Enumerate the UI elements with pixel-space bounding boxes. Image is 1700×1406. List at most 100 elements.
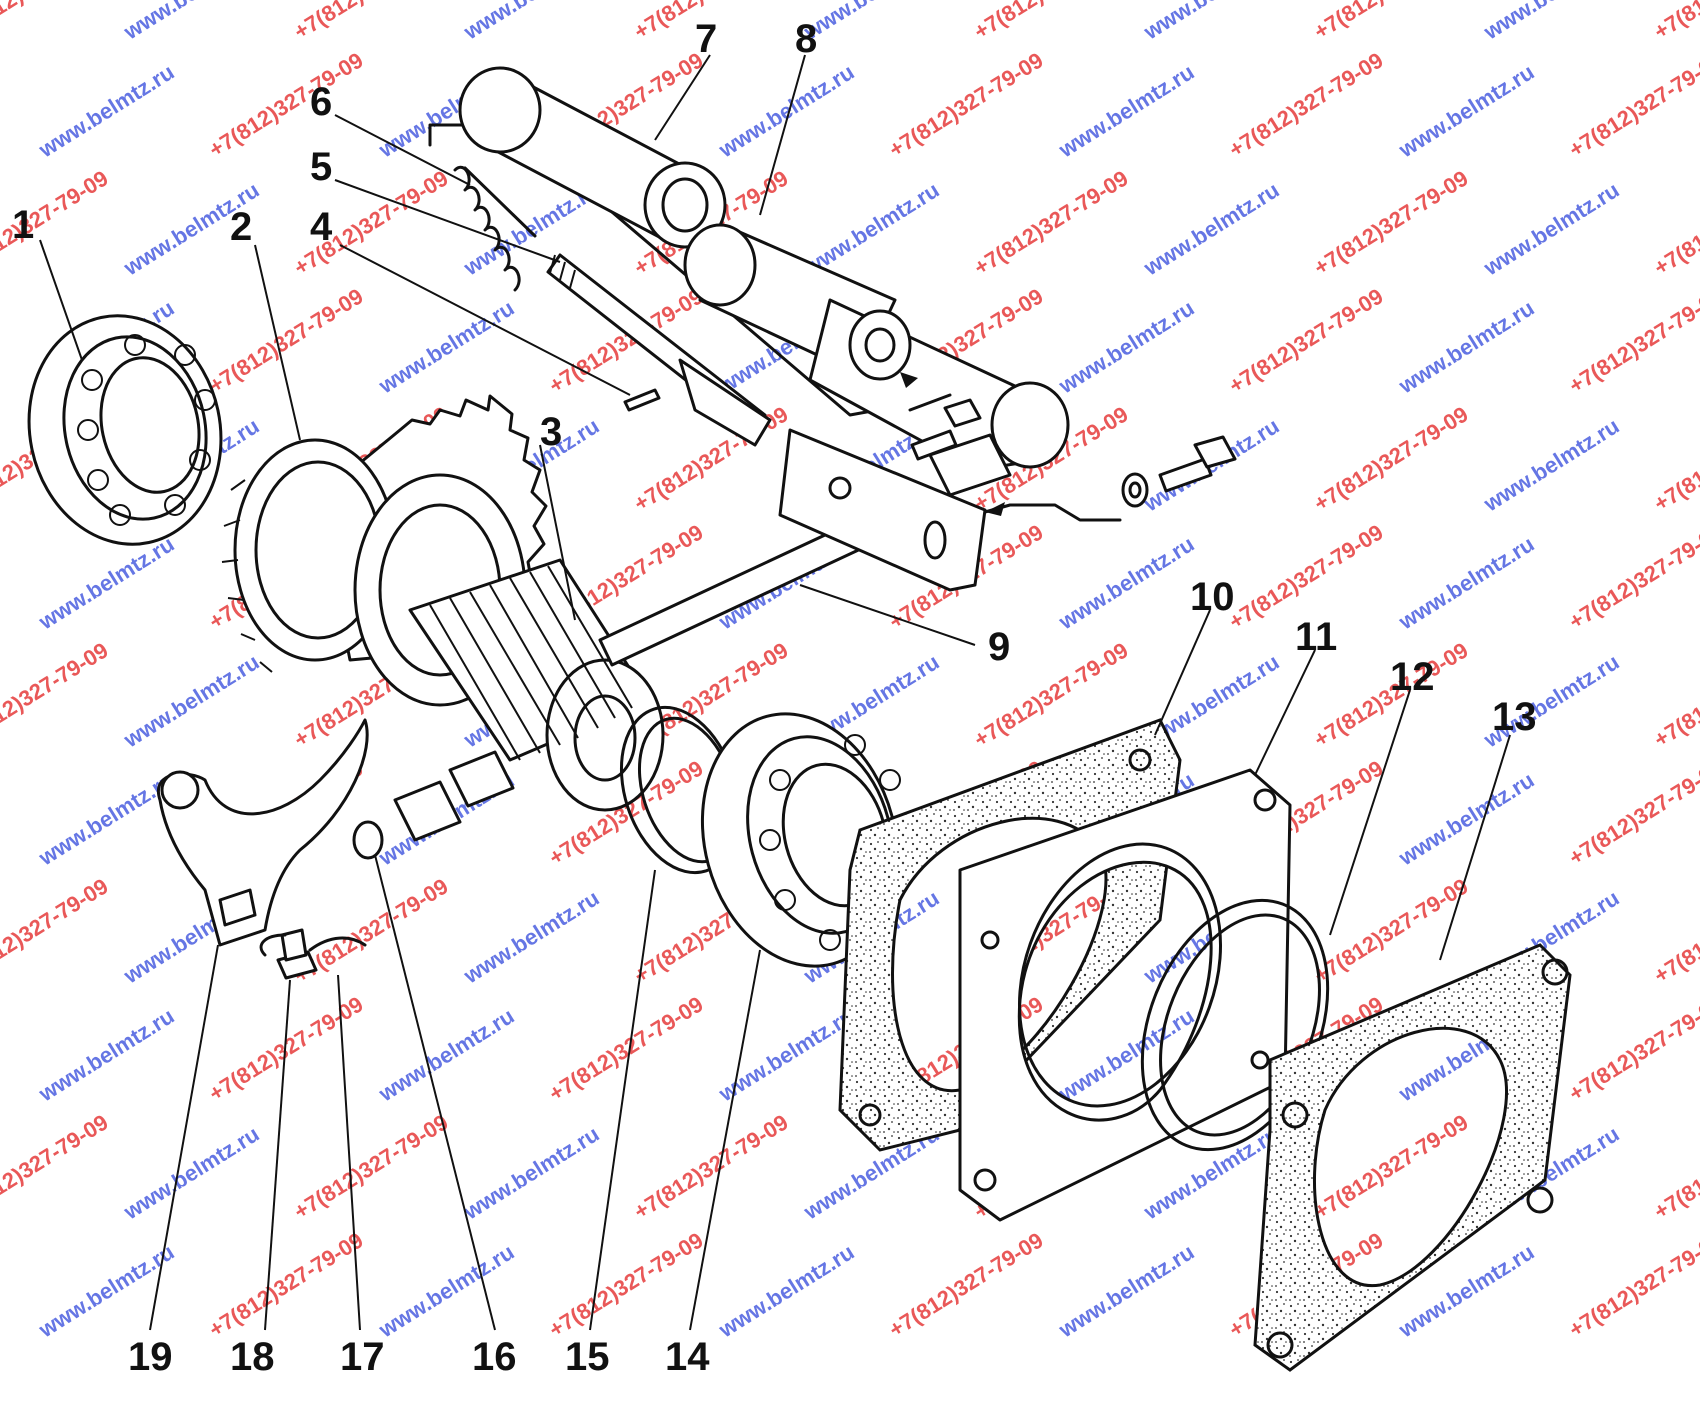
watermark-site: www.belmtz.ru <box>714 1003 859 1107</box>
watermark-phone: +7(812)327-79-09 <box>1309 0 1472 44</box>
part-7-tube <box>458 66 727 249</box>
part-4-pin <box>623 388 661 412</box>
callout-16: 16 <box>472 1335 517 1379</box>
watermark-phone: +7(812)327-79-09 <box>289 1109 452 1224</box>
arrow-line-lower <box>983 503 1122 522</box>
watermark-phone: +7(812)327-79-09 <box>544 991 707 1106</box>
watermark-phone: +7(812)327-79-09 <box>1309 1109 1472 1224</box>
watermark-site: www.belmtz.ru <box>1054 295 1199 399</box>
leader-lines <box>39 54 1511 1331</box>
watermark-site: www.belmtz.ru <box>1479 177 1624 281</box>
watermark-site: www.belmtz.ru <box>34 531 179 635</box>
bracket-plate <box>778 428 987 592</box>
part-17-lock-wire <box>259 933 367 957</box>
callout-4: 4 <box>310 205 333 249</box>
arrow-head <box>985 502 1005 516</box>
watermark-site: www.belmtz.ru <box>34 1003 179 1107</box>
watermark-site: www.belmtz.ru <box>714 1239 859 1343</box>
watermark-site: www.belmtz.ru <box>34 59 179 163</box>
watermark-phone: +7(812)327-79-09 <box>289 0 452 44</box>
watermark-phone: +7(812)327-79-09 <box>544 1227 707 1342</box>
watermark-phone: +7(812)327-79-09 <box>1564 755 1700 870</box>
watermark-site: www.belmtz.ru <box>374 295 519 399</box>
watermark-phone: +7(812)327-79-09 <box>1564 1227 1700 1342</box>
watermark-site: www.belmtz.ru <box>1054 531 1199 635</box>
watermark-site: www.belmtz.ru <box>1054 59 1199 163</box>
watermark-site: www.belmtz.ru <box>374 1239 519 1343</box>
watermark-site: www.belmtz.ru <box>1479 413 1624 517</box>
callout-17: 17 <box>340 1335 385 1379</box>
callout-6: 6 <box>310 80 332 124</box>
callout-11: 11 <box>1295 615 1337 659</box>
watermark-phone: +7(812)327-79-09 <box>1649 401 1700 516</box>
watermark-phone: +7(812)327-79-09 <box>1224 283 1387 398</box>
watermark-phone: +7(812)327-79-09 <box>1564 283 1700 398</box>
watermark-site: www.belmtz.ru <box>119 649 264 753</box>
callout-19: 19 <box>128 1335 173 1379</box>
watermark-site: www.belmtz.ru <box>119 1121 264 1225</box>
watermark-site: www.belmtz.ru <box>1394 295 1539 399</box>
watermark-site: www.belmtz.ru <box>1139 177 1284 281</box>
watermark-layer: +7(812)327-79-09www.belmtz.ru+7(812)327-… <box>0 0 1700 1343</box>
watermark-phone: +7(812)327-79-09 <box>1649 165 1700 280</box>
watermark-site: www.belmtz.ru <box>799 177 944 281</box>
watermark-phone: +7(812)327-79-09 <box>0 1109 113 1224</box>
watermark-site: www.belmtz.ru <box>119 0 264 45</box>
watermark-phone: +7(812)327-79-09 <box>629 1109 792 1224</box>
part-8-lever <box>683 223 1070 497</box>
callout-10: 10 <box>1190 575 1235 619</box>
watermark-site: www.belmtz.ru <box>459 1121 604 1225</box>
part-18-bolt <box>276 928 318 980</box>
part-3-splined-hub <box>393 558 665 842</box>
watermark-phone: +7(812)327-79-09 <box>1224 47 1387 162</box>
watermark-site: www.belmtz.ru <box>799 0 944 45</box>
part-1-ball-bearing <box>27 314 223 546</box>
watermark-site: www.belmtz.ru <box>1394 531 1539 635</box>
watermark-site: www.belmtz.ru <box>1479 0 1624 45</box>
bolt-upper <box>910 398 982 461</box>
callout-13: 13 <box>1492 695 1537 739</box>
callout-14: 14 <box>665 1335 710 1379</box>
arrow-head-upper <box>900 372 918 388</box>
callout-5: 5 <box>310 145 332 189</box>
watermark-phone: +7(812)327-79-09 <box>0 873 113 988</box>
watermark-phone: +7(812)327-79-09 <box>204 47 367 162</box>
part-16-lock-ring <box>352 820 384 860</box>
part-6-spring <box>453 166 537 292</box>
watermark-phone: +7(812)327-79-09 <box>884 47 1047 162</box>
watermark-site: www.belmtz.ru <box>34 767 179 871</box>
watermark-phone: +7(812)327-79-09 <box>1649 637 1700 752</box>
callout-labels: 1 2 3 4 5 6 7 8 9 10 11 12 13 14 15 16 1… <box>12 17 1537 1379</box>
watermark-site: www.belmtz.ru <box>1054 1239 1199 1343</box>
watermark-phone: +7(812)327-79-09 <box>1564 47 1700 162</box>
watermark-phone: +7(812)327-79-09 <box>544 283 707 398</box>
watermark-site: www.belmtz.ru <box>1394 767 1539 871</box>
part-13-end-gasket <box>1253 943 1572 1372</box>
watermark-site: www.belmtz.ru <box>714 59 859 163</box>
watermark-site: www.belmtz.ru <box>374 1003 519 1107</box>
watermark-site: www.belmtz.ru <box>1394 1239 1539 1343</box>
watermark-phone: +7(812)327-79-09 <box>969 165 1132 280</box>
callout-7: 7 <box>695 17 717 61</box>
watermark-phone: +7(812)327-79-09 <box>884 1227 1047 1342</box>
watermark-phone: +7(812)327-79-09 <box>1649 0 1700 44</box>
callout-12: 12 <box>1390 655 1435 699</box>
callout-15: 15 <box>565 1335 610 1379</box>
watermark-phone: +7(812)327-79-09 <box>0 637 113 752</box>
watermark-phone: +7(812)327-79-09 <box>969 0 1132 44</box>
watermark-phone: +7(812)327-79-09 <box>1309 165 1472 280</box>
watermark-phone: +7(812)327-79-09 <box>1564 991 1700 1106</box>
watermark-phone: +7(812)327-79-09 <box>204 1227 367 1342</box>
watermark-phone: +7(812)327-79-09 <box>1309 401 1472 516</box>
part-19-shift-fork <box>156 718 369 947</box>
callout-2: 2 <box>230 205 252 249</box>
watermark-site: www.belmtz.ru <box>459 0 604 45</box>
watermark-phone: +7(812)327-79-09 <box>1649 873 1700 988</box>
watermark-phone: +7(812)327-79-09 <box>0 0 113 44</box>
watermark-site: www.belmtz.ru <box>459 885 604 989</box>
callout-1: 1 <box>12 203 34 247</box>
callout-8: 8 <box>795 17 817 61</box>
callout-9: 9 <box>988 625 1010 669</box>
bolt-right <box>1121 435 1237 508</box>
